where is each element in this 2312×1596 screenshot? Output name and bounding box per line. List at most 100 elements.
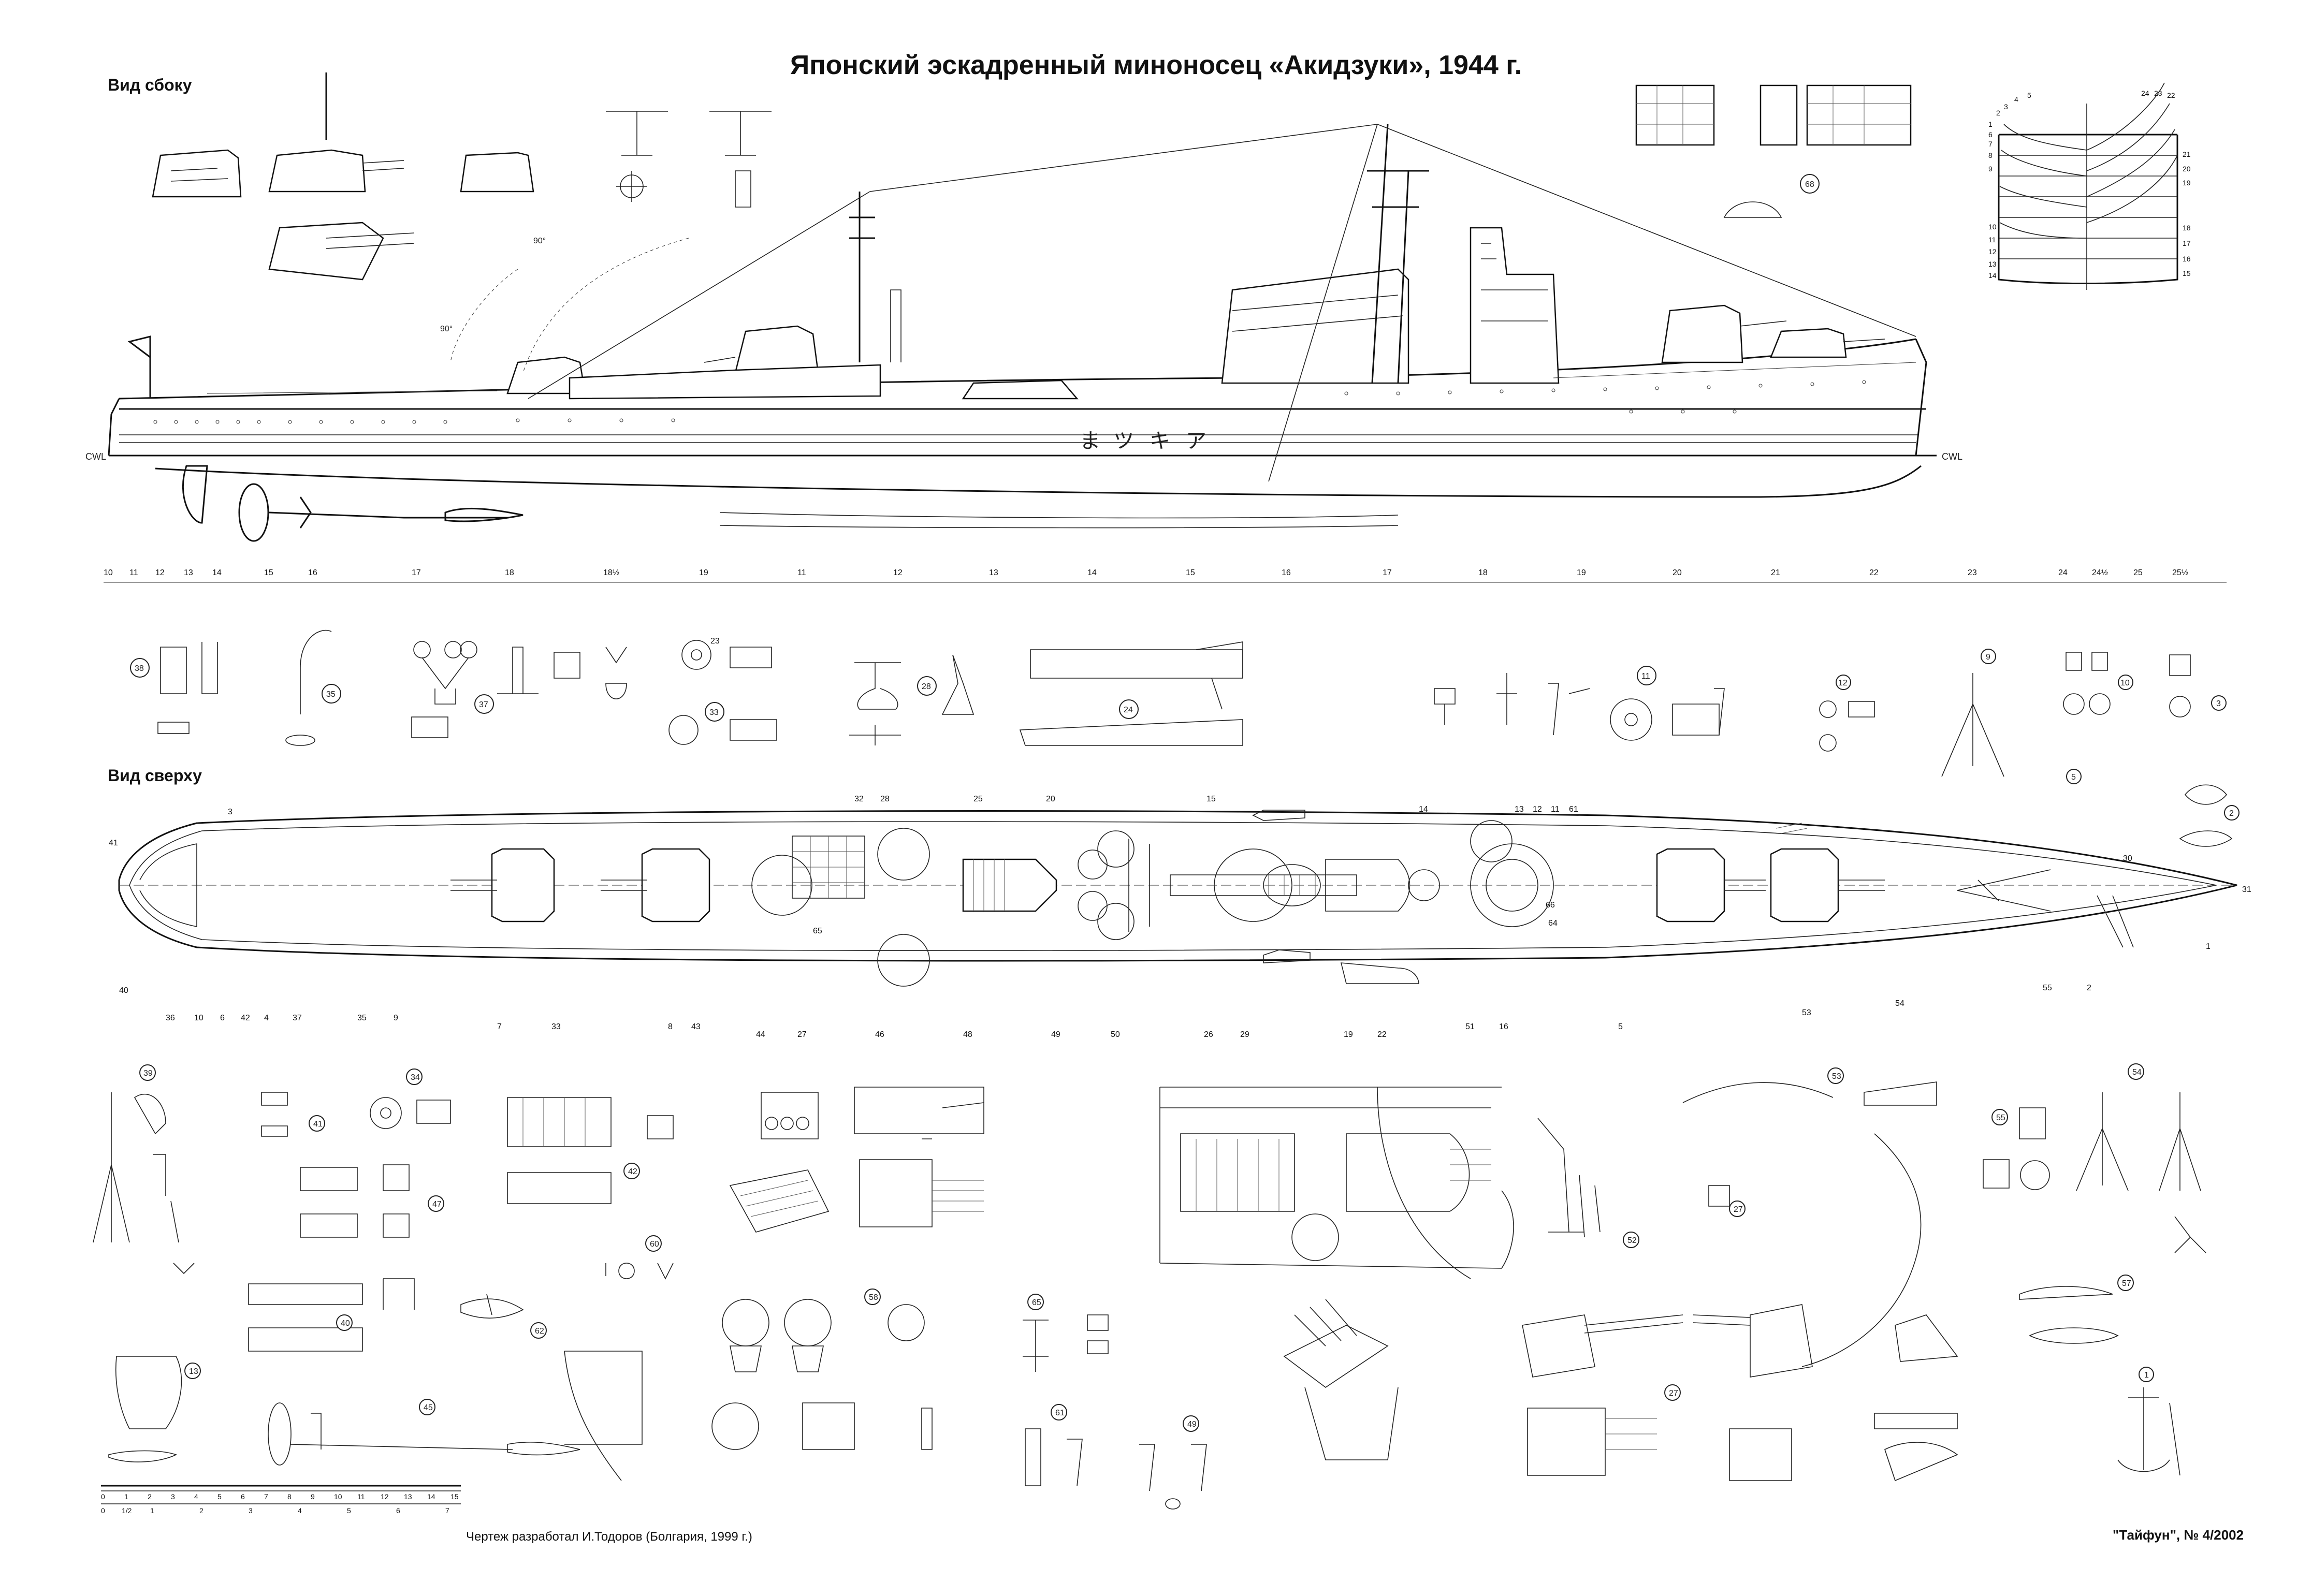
scale-tick: 9 bbox=[311, 1492, 315, 1501]
frame-label: 15 bbox=[1186, 568, 1195, 577]
frame-label: 24 bbox=[2058, 568, 2068, 577]
callout-21: 68 bbox=[1805, 180, 1814, 189]
aft-turret-3 bbox=[734, 325, 819, 374]
scale-bar-top: 0 1 2 3 4 5 6 7 8 9 10 11 12 13 14 15 bbox=[101, 1492, 463, 1504]
hull-marking-1: ま bbox=[1080, 429, 1100, 453]
frame-label: 11 bbox=[797, 568, 806, 577]
frame-label: 21 bbox=[1771, 568, 1780, 577]
scale-tick: 11 bbox=[357, 1492, 365, 1501]
top-view-heading: Вид сверху bbox=[108, 766, 202, 785]
arc-label-1: 90° bbox=[440, 325, 453, 333]
callout-24: 24 bbox=[1124, 706, 1133, 714]
frame-label: 17 bbox=[1383, 568, 1392, 577]
callout-60: 60 bbox=[650, 1240, 659, 1249]
bridge-enlarged-detail bbox=[1159, 1087, 1514, 1279]
frame-label: 13 bbox=[184, 568, 193, 577]
frame-label: 14 bbox=[212, 568, 222, 577]
scale-tick: 10 bbox=[334, 1492, 342, 1501]
scale-sub-tick: 4 bbox=[298, 1506, 302, 1515]
callout-34: 34 bbox=[411, 1073, 420, 1082]
frame-label: 17 bbox=[412, 568, 421, 577]
callout-9: 9 bbox=[1986, 653, 1990, 662]
frame-label: 20 bbox=[1673, 568, 1682, 577]
scale-tick: 1 bbox=[124, 1492, 128, 1501]
publication-credit: "Тайфун", № 4/2002 bbox=[2113, 1527, 2244, 1543]
scale-bar-bottom: 0 1/2 1 2 3 4 5 6 7 bbox=[101, 1506, 463, 1518]
forward-turret-1 bbox=[1770, 328, 1847, 358]
arc-label-2: 90° bbox=[533, 237, 546, 245]
twin-aa-mount: 27 bbox=[1283, 1299, 1813, 1481]
frame-label: 12 bbox=[155, 568, 165, 577]
callout-5: 5 bbox=[2071, 773, 2076, 782]
callout-23: 23 bbox=[710, 637, 720, 646]
callout-39: 39 bbox=[143, 1069, 153, 1078]
aa-gun-detail: 58 65 61 49 bbox=[711, 1087, 1207, 1510]
callout-37: 37 bbox=[479, 700, 488, 709]
mg-detail bbox=[606, 111, 772, 208]
right-bottom-details: 55 54 57 1 27 bbox=[1729, 1063, 2206, 1482]
frame-label: 12 bbox=[893, 568, 903, 577]
scale-sub-tick: 6 bbox=[396, 1506, 400, 1515]
ensign-flag bbox=[127, 335, 151, 399]
scale-tick: 15 bbox=[450, 1492, 459, 1501]
callout-10: 10 bbox=[2120, 679, 2130, 687]
depth-charge-racks: 68 bbox=[1635, 84, 1912, 218]
scale-tick: 7 bbox=[264, 1492, 268, 1501]
scale-tick: 6 bbox=[241, 1492, 245, 1501]
callout-3: 3 bbox=[2216, 699, 2221, 708]
callout-52: 53 bbox=[1832, 1072, 1841, 1081]
scale-tick: 3 bbox=[171, 1492, 175, 1501]
torpedo-launcher bbox=[962, 379, 1079, 400]
scale-sub-tick: 3 bbox=[249, 1506, 253, 1515]
callout-28: 28 bbox=[922, 682, 931, 691]
side-view-heading: Вид сбоку bbox=[108, 76, 192, 94]
side-view-superstructure: 90° 90° bbox=[207, 124, 1916, 482]
scale-tick: 5 bbox=[217, 1492, 222, 1501]
callout-45: 58 bbox=[869, 1293, 878, 1302]
callout-57: 27 bbox=[1734, 1205, 1743, 1214]
scale-sub-tick: 5 bbox=[347, 1506, 351, 1515]
hull-marking-3: キ bbox=[1150, 429, 1170, 453]
callout-62: 45 bbox=[424, 1403, 433, 1412]
scale-tick: 13 bbox=[404, 1492, 412, 1501]
frame-label: 25 bbox=[2133, 568, 2143, 577]
frame-label: 18 bbox=[1478, 568, 1488, 577]
callout-61: 49 bbox=[1187, 1420, 1197, 1429]
callout-54: 57 bbox=[2122, 1279, 2131, 1288]
scale-tick: 12 bbox=[381, 1492, 389, 1501]
callout-58: 65 bbox=[1032, 1298, 1041, 1307]
callout-65: 61 bbox=[1055, 1409, 1065, 1417]
scale-sub-tick: 1 bbox=[150, 1506, 154, 1515]
callout-13: 13 bbox=[189, 1367, 198, 1376]
frame-label: 18 bbox=[505, 568, 514, 577]
detail-row-1: 38 35 37 33 28 24 bbox=[130, 629, 2240, 847]
hull-marking-2: ツ bbox=[1113, 429, 1134, 453]
curved-rail: 53 bbox=[1682, 1067, 1937, 1367]
frame-label: 15 bbox=[264, 568, 273, 577]
callout-47: 47 bbox=[432, 1200, 442, 1209]
funnel bbox=[1221, 268, 1409, 384]
frame-label: 18½ bbox=[603, 568, 620, 577]
cwl-label-bow: CWL bbox=[1942, 451, 1962, 462]
bottom-details: 39 41 34 42 47 40 60 6 bbox=[93, 1064, 674, 1504]
callout-40: 40 bbox=[341, 1319, 350, 1328]
frame-label: 16 bbox=[308, 568, 317, 577]
scale-sub-tick: 0 bbox=[101, 1506, 105, 1515]
frame-label: 19 bbox=[1577, 568, 1586, 577]
portholes bbox=[153, 380, 1866, 424]
scale-tick: 2 bbox=[148, 1492, 152, 1501]
turret-plan-view bbox=[268, 222, 384, 281]
scale-sub-tick: 1/2 bbox=[122, 1506, 132, 1515]
scale-tick: 14 bbox=[427, 1492, 435, 1501]
callout-1: 1 bbox=[2144, 1371, 2149, 1380]
callout-49: 52 bbox=[1627, 1236, 1637, 1245]
frame-stations: 10 11 12 13 14 15 16 17 18 18½ 19 11 12 … bbox=[104, 568, 2227, 581]
frame-label: 24½ bbox=[2092, 568, 2109, 577]
turret-detail-views bbox=[152, 72, 534, 281]
frame-label: 14 bbox=[1087, 568, 1097, 577]
frame-label: 10 bbox=[104, 568, 113, 577]
callout-35: 35 bbox=[326, 690, 336, 699]
bridge-tower bbox=[1470, 227, 1560, 384]
mainmast bbox=[849, 192, 875, 362]
